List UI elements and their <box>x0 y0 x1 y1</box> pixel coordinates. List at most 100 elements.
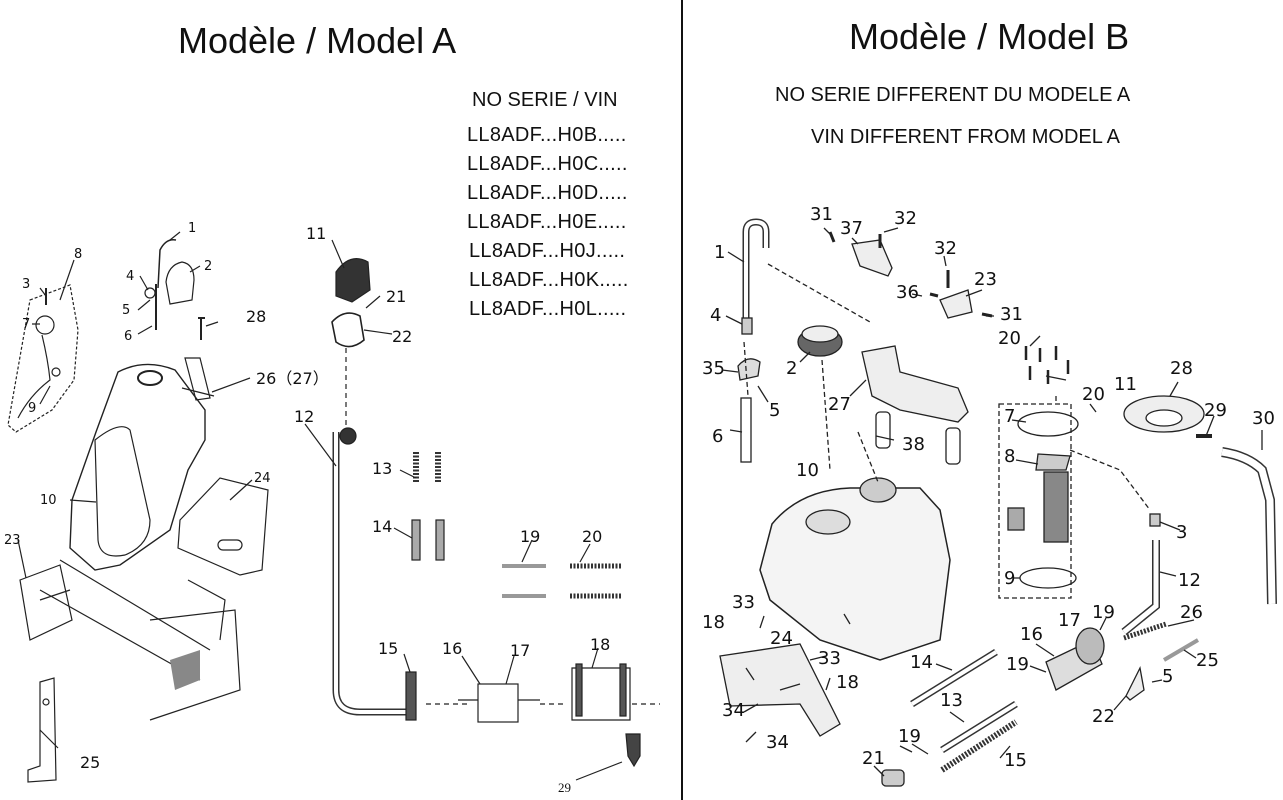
model-a-title: Modèle / Model A <box>178 20 457 61</box>
vent-hose-1-part <box>742 218 770 320</box>
callout-20b: 20 <box>1082 384 1105 405</box>
callout-8: 8 <box>74 247 82 262</box>
callout-21: 21 <box>386 287 406 306</box>
vin-entry: LL8ADF...H0L..... <box>469 298 627 320</box>
callout-36: 36 <box>896 282 919 303</box>
seal-22-part <box>331 312 365 348</box>
callout-4: 4 <box>710 305 721 326</box>
model-b-note-fr: NO SERIE DIFFERENT DU MODELE A <box>775 84 1131 106</box>
callout-5a: 5 <box>769 400 780 421</box>
callout-9: 9 <box>1004 568 1015 589</box>
filler-cap-part <box>35 315 55 335</box>
fuel-filter-17-part <box>477 683 519 723</box>
vin-entry: LL8ADF...H0E..... <box>467 211 627 233</box>
callout-19b: 19 <box>1006 654 1029 675</box>
callout-31b: 31 <box>1000 304 1023 325</box>
callout-34a: 34 <box>722 700 745 721</box>
callout-18: 18 <box>590 635 610 654</box>
bolt-28-part <box>198 317 205 340</box>
callout-18a: 18 <box>702 612 725 633</box>
callout-10: 10 <box>40 493 57 508</box>
callout-7: 7 <box>1004 406 1015 427</box>
section-divider <box>681 0 683 800</box>
callout-29: 29 <box>558 780 571 795</box>
callout-14: 14 <box>910 652 933 673</box>
callout-5: 5 <box>122 303 130 318</box>
callout-33b: 33 <box>818 648 841 669</box>
bracket-25-part <box>27 677 57 783</box>
fuel-pump-11-part <box>335 258 371 303</box>
callout-3: 3 <box>1176 522 1187 543</box>
callout-19: 19 <box>520 527 540 546</box>
vin-header: NO SERIE / VIN <box>472 89 618 111</box>
callout-12: 12 <box>1178 570 1201 591</box>
callout-30: 30 <box>1252 408 1275 429</box>
callout-16: 16 <box>442 639 462 658</box>
callout-17: 17 <box>510 641 530 660</box>
connector-21-part <box>881 769 905 787</box>
clamp-19-part <box>502 564 546 598</box>
callout-28: 28 <box>246 307 266 326</box>
callout-23: 23 <box>974 269 997 290</box>
callout-35: 35 <box>702 358 725 379</box>
callout-11: 11 <box>306 224 326 243</box>
callout-33a: 33 <box>732 592 755 613</box>
callout-17: 17 <box>1058 610 1081 631</box>
vent-hose-part <box>157 238 177 289</box>
callout-16: 16 <box>1020 624 1043 645</box>
gasket-7-part <box>1017 411 1079 437</box>
callout-1: 1 <box>188 221 196 236</box>
callout-28: 28 <box>1170 358 1193 379</box>
callout-32a: 32 <box>894 208 917 229</box>
clip-35-part <box>737 358 761 381</box>
model-b-title: Modèle / Model B <box>849 16 1130 57</box>
fitting-3-part <box>1149 513 1161 527</box>
bracket-23-part <box>19 564 73 641</box>
callout-12: 12 <box>294 407 314 426</box>
bracket-26-part <box>181 357 215 401</box>
callout-25: 25 <box>1196 650 1219 671</box>
ring-9-part <box>1019 567 1077 589</box>
callout-6: 6 <box>124 329 132 344</box>
callout-13: 13 <box>940 690 963 711</box>
callout-26-27: 26（27） <box>256 369 329 388</box>
callout-2: 2 <box>204 259 212 274</box>
callout-14: 14 <box>372 517 392 536</box>
fuel-pump-8-part <box>1035 453 1071 471</box>
bracket-27-part <box>861 345 969 423</box>
vin-entry: LL8ADF...H0C..... <box>467 153 628 175</box>
callout-11: 11 <box>1114 374 1137 395</box>
callout-5b: 5 <box>1162 666 1173 687</box>
vin-entry: LL8ADF...H0K..... <box>469 269 629 291</box>
callout-3: 3 <box>22 277 30 292</box>
clamp-15-part <box>405 671 417 721</box>
rod-25-part <box>1162 638 1200 662</box>
model-b-note-en: VIN DIFFERENT FROM MODEL A <box>811 126 1120 148</box>
callout-19a: 19 <box>1092 602 1115 623</box>
spring-20-part <box>570 563 622 599</box>
hose-18-part <box>571 667 631 721</box>
spring-26-part <box>1123 621 1167 641</box>
callout-13: 13 <box>372 459 392 478</box>
callout-26: 26 <box>1180 602 1203 623</box>
model-b-exploded-diagram: 1 4 35 5 6 2 27 38 31 37 32 36 32 23 31 … <box>702 204 1277 787</box>
hose-6-part <box>740 397 752 463</box>
spacer-38-part <box>875 411 891 449</box>
callout-7: 7 <box>22 317 30 332</box>
breather-hose-part <box>17 334 51 419</box>
pump-assembly-11-box <box>998 403 1072 599</box>
callout-23: 23 <box>4 533 21 548</box>
callout-38: 38 <box>902 434 925 455</box>
fuel-tank-10-part <box>759 487 951 661</box>
callout-8: 8 <box>1004 446 1015 467</box>
callout-31a: 31 <box>810 204 833 225</box>
bracket-22-part <box>1125 665 1145 701</box>
callout-18b: 18 <box>836 672 859 693</box>
callout-29: 29 <box>1204 400 1227 421</box>
callout-20a: 20 <box>998 328 1021 349</box>
model-a-exploded-diagram: 1 2 3 4 5 6 7 8 9 10 24 23 28 26（27） 25 … <box>4 221 660 795</box>
callout-21: 21 <box>862 748 885 769</box>
callout-20: 20 <box>582 527 602 546</box>
spring-13-part <box>413 452 441 482</box>
